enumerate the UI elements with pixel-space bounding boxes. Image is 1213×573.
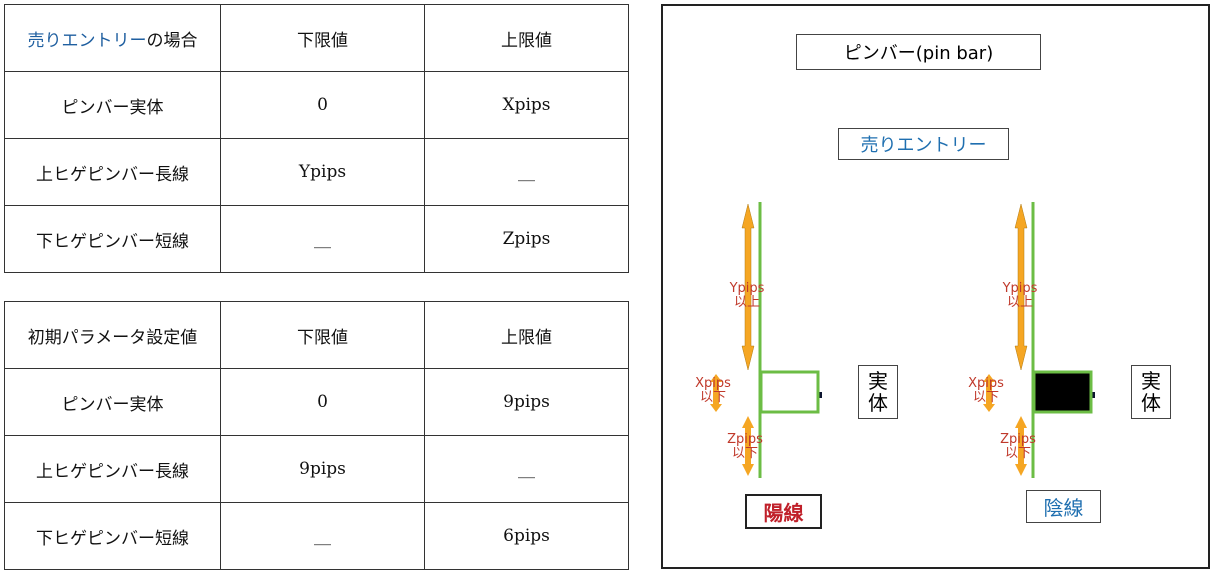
header-upper: 上限値 (424, 4, 629, 72)
table-row: 下ヒゲピンバー短線__6pips (4, 502, 629, 570)
table-row: 下ヒゲピンバー短線__Zpips (4, 205, 629, 273)
header-highlight: 売りエントリー (27, 30, 147, 51)
bearish-body (1032, 370, 1093, 414)
body-label: 実体 (858, 365, 898, 419)
diagram-title: ピンバー(pin bar) (796, 34, 1041, 70)
body-label-bear: 実体 (1131, 365, 1171, 419)
bullish-label: 陽線 (745, 494, 822, 529)
bearish-label: 陰線 (1026, 490, 1101, 523)
bullish-body (759, 370, 820, 414)
header-rest: の場合 (146, 30, 198, 51)
header-lower: 下限値 (220, 4, 425, 72)
diagram-subtitle: 売りエントリー (838, 128, 1009, 160)
diagram-shapes (708, 200, 1097, 480)
